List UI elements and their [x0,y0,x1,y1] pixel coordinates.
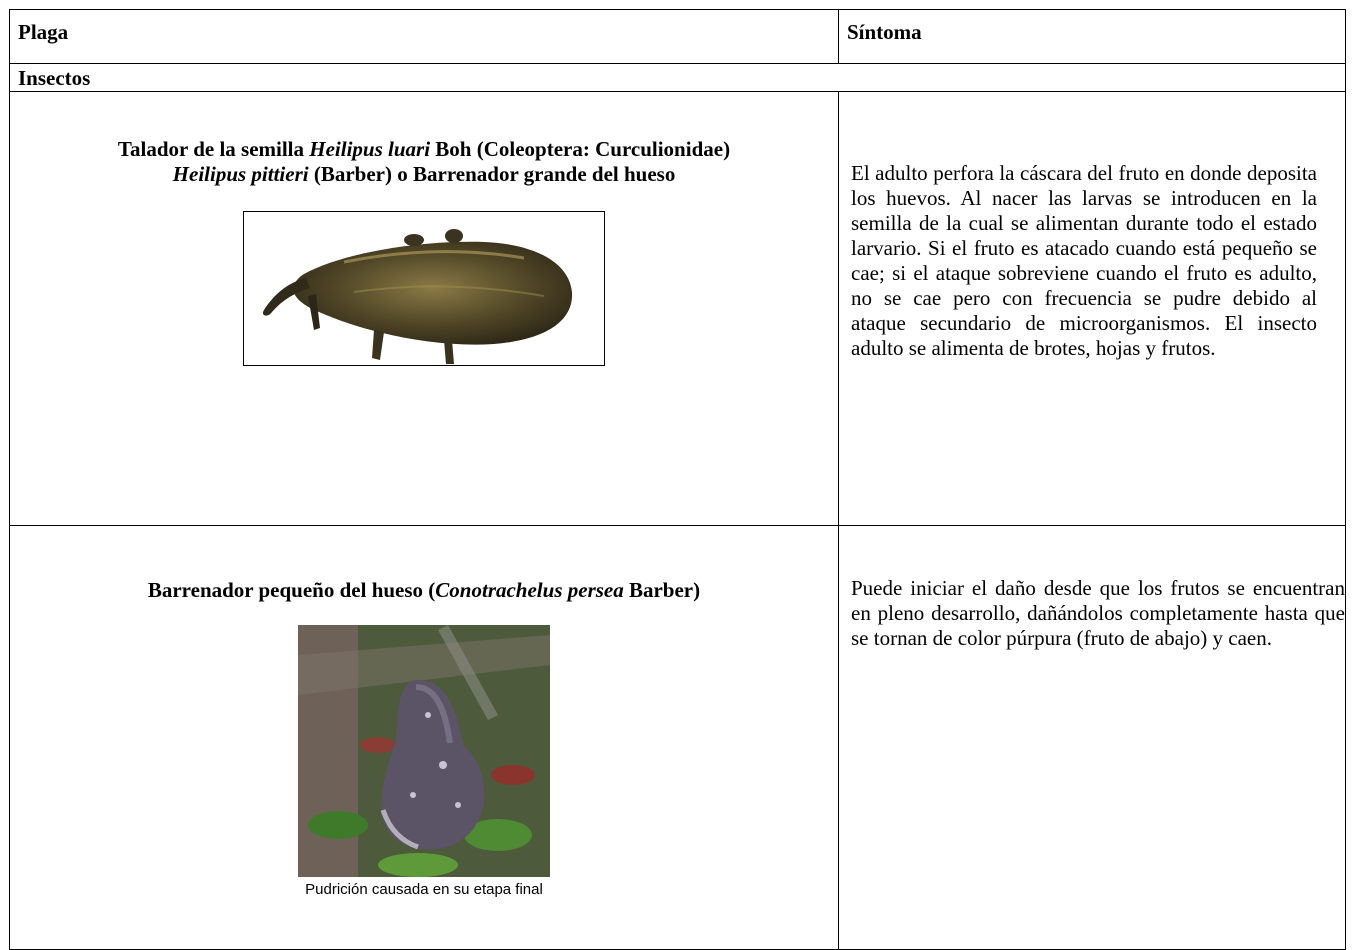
section-insectos: Insectos [9,63,1346,92]
pest-cell: Talador de la semilla Heilipus luari Boh… [9,91,839,526]
pest-cell: Barrenador pequeño del hueso (Conotrache… [9,525,839,950]
pest-table: Plaga Síntoma Insectos Talador de la sem… [9,9,1346,950]
header-row: Plaga Síntoma [9,9,1346,64]
pest-scientific-name: Heilipus luari [309,137,431,161]
pest-scientific-name: Conotrachelus persea [435,578,624,602]
table-row: Talador de la semilla Heilipus luari Boh… [9,91,1346,526]
pest-name-text: Barber) [623,578,701,602]
header-plaga: Plaga [9,9,839,64]
table-row: Barrenador pequeño del hueso (Conotrache… [9,525,1346,950]
pest-name: Talador de la semilla Heilipus luari Boh… [10,137,838,187]
image-caption: Pudrición causada en su etapa final [305,881,543,898]
pest-name-text: Boh (Coleoptera: Curculionidae) [430,137,731,161]
weevil-image [243,211,605,366]
symptom-cell: Puede iniciar el daño desde que los frut… [838,525,1346,950]
pest-name-text: Barrenador pequeño del hueso ( [147,578,436,602]
section-row: Insectos [9,63,1346,92]
rotten-avocado-image [298,625,550,877]
pest-name-text: Talador de la semilla [117,137,310,161]
symptom-cell: El adulto perfora la cáscara del fruto e… [838,91,1346,526]
pest-name: Barrenador pequeño del hueso (Conotrache… [10,578,838,603]
header-sintoma: Síntoma [838,9,1346,64]
avocado-photo [298,625,550,877]
weevil-illustration [262,229,573,364]
pest-scientific-name: Heilipus pittieri [172,162,309,186]
pest-name-text: (Barber) o Barrenador grande del hueso [308,162,676,186]
